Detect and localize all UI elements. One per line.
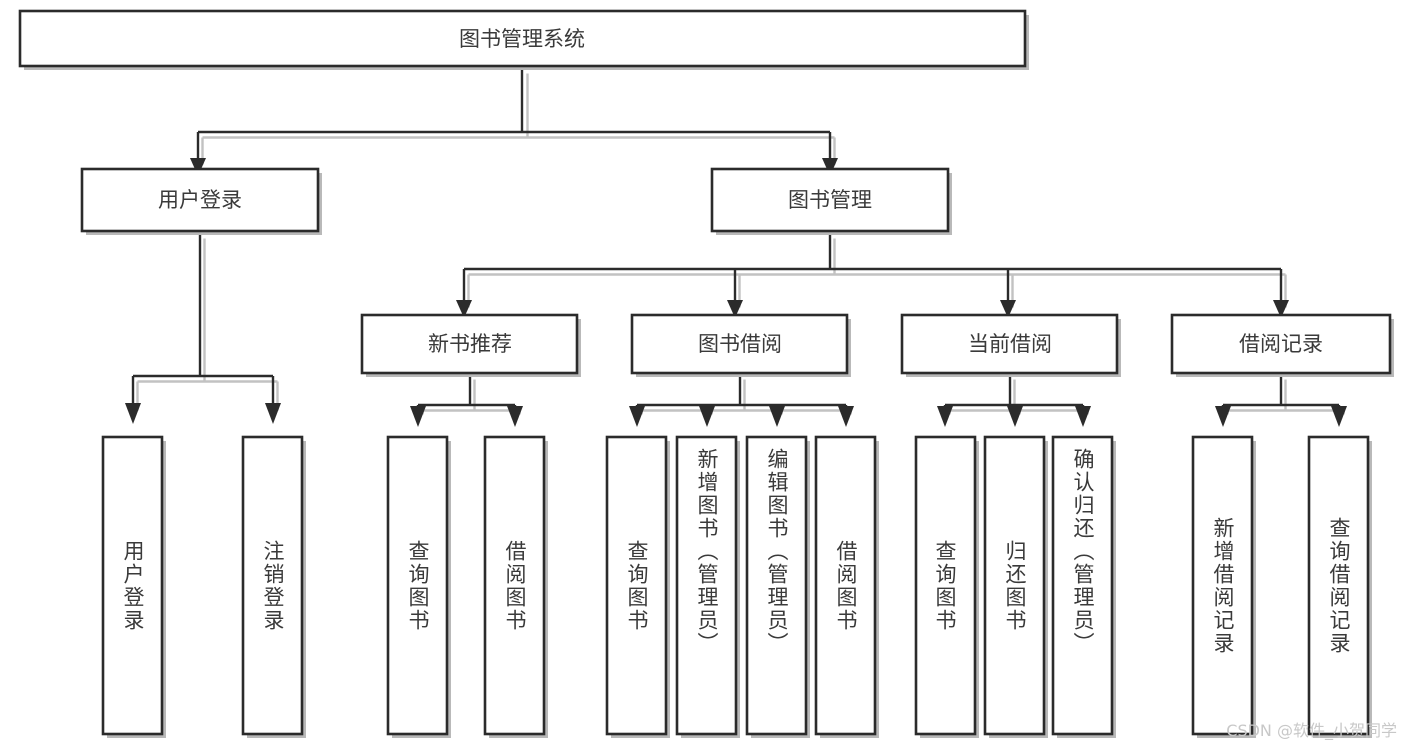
node-borrow-record[interactable]: 借阅记录 xyxy=(1170,313,1394,377)
arrowhead-leaf-user-logout xyxy=(265,403,281,424)
arrowhead-leaf-return-book xyxy=(1007,406,1023,427)
edge-book-manage-to-level3 xyxy=(462,233,1283,303)
edge-root-to-level2 xyxy=(196,68,832,160)
arrowhead-to-book-borrow xyxy=(727,300,743,318)
arrowhead-to-new-book-rec xyxy=(456,300,472,318)
leaf-borrow-book-2-box xyxy=(814,435,877,736)
leaf-query-book-3-box xyxy=(914,435,977,736)
edge-user-login-to-leaves xyxy=(131,233,275,406)
leaf-query-book-1-label: 查询图书 xyxy=(406,540,430,632)
arrowhead-leaf-query-book-1 xyxy=(410,406,426,427)
leaf-borrow-book-2[interactable]: 借阅图书 xyxy=(814,435,879,738)
leaf-edit-book-box xyxy=(745,435,808,736)
arrowhead-leaf-confirm-return xyxy=(1075,406,1091,427)
node-root[interactable]: 图书管理系统 xyxy=(18,9,1029,70)
leaf-edit-book[interactable]: 编辑图书（管理员） xyxy=(745,435,810,738)
node-root-label: 图书管理系统 xyxy=(459,27,585,51)
node-new-book-rec-box xyxy=(360,313,579,375)
node-root-box xyxy=(18,9,1027,68)
node-current-borrow-box xyxy=(900,313,1119,375)
leaf-add-book[interactable]: 新增图书（管理员） xyxy=(675,435,740,738)
leaf-confirm-return[interactable]: 确认归还（管理员） xyxy=(1051,435,1116,738)
arrowhead-leaf-user-login xyxy=(125,403,141,424)
node-book-manage-label: 图书管理 xyxy=(788,188,872,212)
leaf-add-record-box xyxy=(1191,435,1254,736)
leaf-user-login-label: 用户登录 xyxy=(121,540,145,632)
leaf-borrow-book-1-label: 借阅图书 xyxy=(503,540,527,632)
leaf-query-book-2-label: 查询图书 xyxy=(625,540,649,632)
arrowhead-leaf-borrow-book-1 xyxy=(507,406,523,427)
arrowhead-to-book-manage xyxy=(822,158,838,176)
arrowhead-leaf-query-book-2 xyxy=(629,406,645,427)
leaf-query-book-1[interactable]: 查询图书 xyxy=(386,435,451,738)
node-user-login-box xyxy=(80,167,320,233)
arrowhead-leaf-borrow-book-2 xyxy=(838,406,854,427)
node-new-book-rec[interactable]: 新书推荐 xyxy=(360,313,581,377)
leaf-edit-book-label: 编辑图书（管理员） xyxy=(765,448,789,655)
edge-book-borrow-to-leaves xyxy=(635,374,848,410)
leaf-return-book-box xyxy=(983,435,1046,736)
edge-shadow-user-login-leaves xyxy=(136,238,279,411)
arrowhead-leaf-edit-book xyxy=(769,406,785,427)
leaf-add-book-box xyxy=(675,435,738,736)
leaf-add-book-label: 新增图书（管理员） xyxy=(695,448,719,655)
leaf-return-book[interactable]: 归还图书 xyxy=(983,435,1048,738)
leaf-return-book-label: 归还图书 xyxy=(1003,540,1027,632)
leaf-user-logout-box xyxy=(241,435,304,736)
node-book-manage[interactable]: 图书管理 xyxy=(710,167,952,235)
leaf-query-record-label: 查询借阅记录 xyxy=(1327,517,1351,655)
node-borrow-record-box xyxy=(1170,313,1392,375)
arrowhead-leaf-add-record xyxy=(1215,406,1231,427)
node-book-borrow-label: 图书借阅 xyxy=(698,332,782,356)
node-user-login-label: 用户登录 xyxy=(158,188,242,212)
leaf-query-book-3[interactable]: 查询图书 xyxy=(914,435,979,738)
arrowhead-to-user-login xyxy=(190,158,206,176)
arrowhead-leaf-query-book-3 xyxy=(937,406,953,427)
edge-shadow-level3 xyxy=(467,238,1287,308)
arrowhead-leaf-query-record xyxy=(1331,406,1347,427)
leaf-add-record[interactable]: 新增借阅记录 xyxy=(1191,435,1256,738)
leaf-query-record-box xyxy=(1307,435,1370,736)
leaf-user-logout[interactable]: 注销登录 xyxy=(241,435,306,738)
leaf-query-record[interactable]: 查询借阅记录 xyxy=(1307,435,1372,738)
leaf-user-login[interactable]: 用户登录 xyxy=(101,435,166,738)
node-book-borrow[interactable]: 图书借阅 xyxy=(630,313,851,377)
arrowhead-to-current-borrow xyxy=(1000,300,1016,318)
leaf-confirm-return-box xyxy=(1051,435,1114,736)
leaf-user-login-box xyxy=(101,435,164,736)
edge-new-book-rec-to-leaves xyxy=(416,374,517,410)
leaf-query-book-3-label: 查询图书 xyxy=(933,540,957,632)
leaf-add-record-label: 新增借阅记录 xyxy=(1211,517,1235,655)
leaf-query-book-1-box xyxy=(386,435,449,736)
node-user-login[interactable]: 用户登录 xyxy=(80,167,322,235)
edge-shadow-root xyxy=(201,73,836,165)
node-book-borrow-box xyxy=(630,313,849,375)
node-current-borrow-label: 当前借阅 xyxy=(968,332,1052,356)
arrowhead-to-borrow-record xyxy=(1273,300,1289,318)
edge-shadow-borrowrecord-leaves xyxy=(1226,379,1345,415)
leaf-borrow-book-1-box xyxy=(483,435,546,736)
leaf-borrow-book-2-label: 借阅图书 xyxy=(834,540,858,632)
leaf-user-logout-label: 注销登录 xyxy=(261,540,285,632)
leaf-query-book-2[interactable]: 查询图书 xyxy=(605,435,670,738)
leaf-query-book-2-box xyxy=(605,435,668,736)
edges-layer xyxy=(125,68,1347,427)
node-new-book-rec-label: 新书推荐 xyxy=(428,332,512,356)
arrowhead-leaf-add-book xyxy=(699,406,715,427)
leaf-borrow-book-1[interactable]: 借阅图书 xyxy=(483,435,548,738)
leaf-confirm-return-label: 确认归还（管理员） xyxy=(1071,448,1095,655)
node-current-borrow[interactable]: 当前借阅 xyxy=(900,313,1121,377)
node-borrow-record-label: 借阅记录 xyxy=(1239,332,1323,356)
edge-shadow-bookborrow-leaves xyxy=(640,379,852,415)
edge-shadow-newbook-leaves xyxy=(421,379,521,415)
node-book-manage-box xyxy=(710,167,950,233)
edge-borrow-record-to-leaves xyxy=(1221,374,1341,410)
